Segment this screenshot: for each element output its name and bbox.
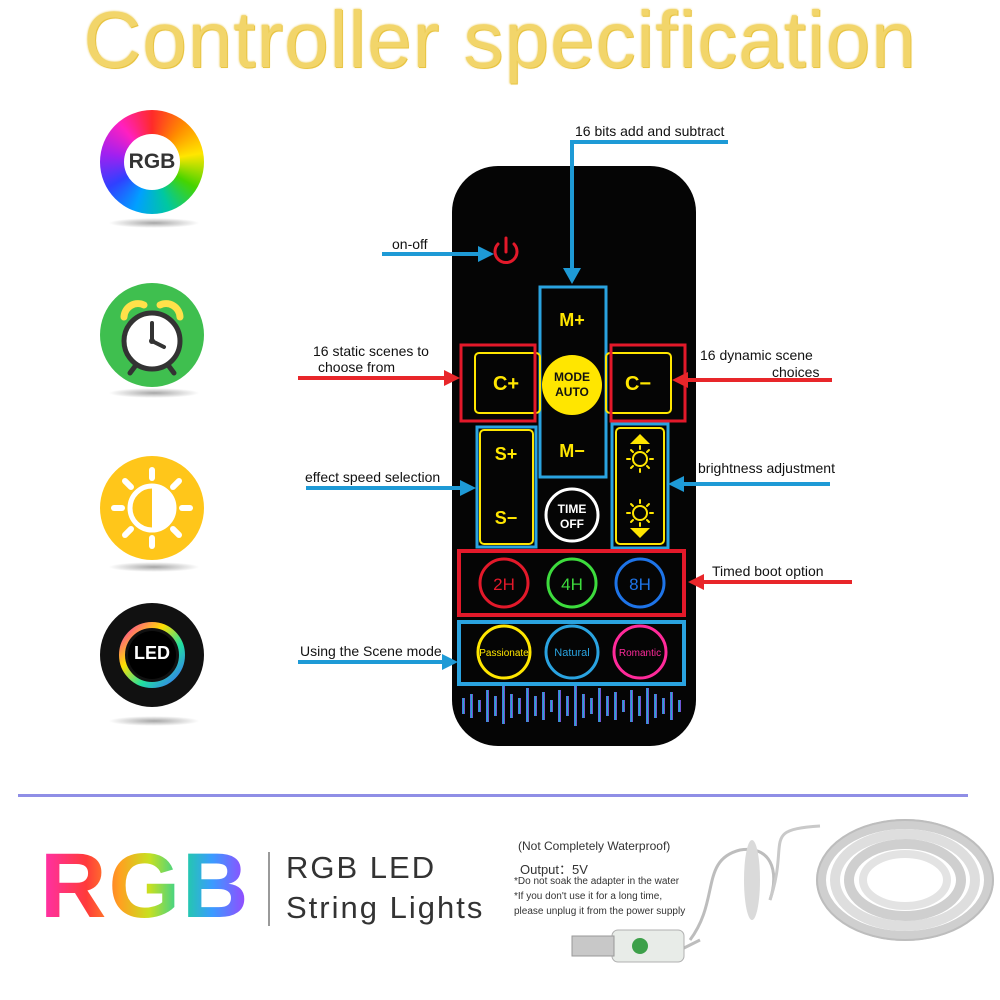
rgb-logo-text: RGB xyxy=(40,835,251,937)
icon-shadow xyxy=(108,388,200,398)
brightness-button-outline xyxy=(615,427,665,545)
led-icon-label: LED xyxy=(134,643,170,663)
s-button-group xyxy=(475,425,538,549)
icon-shadow xyxy=(108,218,200,228)
arrow-scene xyxy=(298,654,458,670)
timer-2h-button[interactable] xyxy=(478,557,530,609)
brightness-down-button[interactable] xyxy=(626,499,654,538)
mode-label: MODE xyxy=(554,370,590,384)
brightness-up-button[interactable] xyxy=(626,434,654,473)
timer-button-group xyxy=(457,549,686,617)
arrow-timed xyxy=(688,574,852,590)
label-static-line2: choose from xyxy=(318,359,396,375)
timer-4h-label: 4H xyxy=(561,575,583,594)
waterproof-note: (Not Completely Waterproof) xyxy=(518,839,671,853)
arrow-brightness xyxy=(668,476,830,492)
c-minus-button[interactable]: C− xyxy=(625,373,651,395)
scene-button-group xyxy=(457,620,686,686)
label-dynamic-line1: 16 dynamic scene xyxy=(700,347,813,363)
c-plus-outline xyxy=(474,352,541,414)
scene-natural-label: Natural xyxy=(554,647,589,659)
warning-note-3: please unplug it from the power supply xyxy=(514,906,686,917)
time-off-button[interactable] xyxy=(544,487,600,543)
label-onoff: on-off xyxy=(392,236,428,252)
c-minus-outline xyxy=(605,352,672,414)
label-bits: 16 bits add and subtract xyxy=(575,123,725,139)
time-label: TIME xyxy=(558,502,587,516)
label-dynamic-line2: choices xyxy=(772,364,820,380)
arrow-dynamic xyxy=(672,372,832,388)
timer-4h-button[interactable] xyxy=(546,557,598,609)
m-minus-button[interactable]: M− xyxy=(559,441,585,461)
output-spec: Output：5V xyxy=(520,862,588,877)
scene-natural-button[interactable] xyxy=(544,624,600,680)
label-timed: Timed boot option xyxy=(712,563,824,579)
product-name-line1: RGB LED xyxy=(286,850,437,885)
power-button[interactable] xyxy=(493,236,519,264)
c-plus-red-frame xyxy=(459,343,537,423)
arrow-bits xyxy=(563,140,728,284)
led-ring-icon: LED xyxy=(100,603,204,707)
warning-note-1: *Do not soak the adapter in the water xyxy=(514,876,680,887)
rgb-color-wheel-icon: RGB xyxy=(100,110,204,214)
product-name-line2: String Lights xyxy=(286,890,485,925)
s-button-outline xyxy=(479,429,534,545)
rgb-icon-label: RGB xyxy=(124,134,180,190)
label-speed: effect speed selection xyxy=(305,469,441,485)
icon-shadow xyxy=(108,562,200,572)
alarm-clock-icon xyxy=(100,283,204,387)
s-minus-button[interactable]: S− xyxy=(495,508,518,528)
label-scene: Using the Scene mode xyxy=(300,643,442,659)
timer-8h-label: 8H xyxy=(629,575,651,594)
arrow-static xyxy=(298,370,460,386)
arrow-onoff xyxy=(382,246,494,262)
string-lights-product-image xyxy=(571,819,994,963)
label-brightness: brightness adjustment xyxy=(698,460,835,476)
timer-8h-button[interactable] xyxy=(614,557,666,609)
scene-romantic-button[interactable] xyxy=(612,624,668,680)
brightness-button-group xyxy=(610,422,670,550)
sound-wave-decoration xyxy=(462,686,681,726)
warning-note-2: *If you don't use it for a long time, xyxy=(514,891,663,902)
label-static-line1: 16 static scenes to xyxy=(313,343,429,359)
scene-passionate-button[interactable] xyxy=(476,624,532,680)
mode-auto-button[interactable] xyxy=(542,355,602,415)
brightness-sun-icon xyxy=(100,456,204,560)
timer-2h-label: 2H xyxy=(493,575,515,594)
banner-divider xyxy=(268,852,270,926)
c-plus-button[interactable]: C+ xyxy=(493,373,519,395)
page-title: Controller specification xyxy=(83,0,917,84)
auto-label: AUTO xyxy=(555,385,589,399)
scene-romantic-label: Romantic xyxy=(619,648,661,659)
m-plus-button[interactable]: M+ xyxy=(559,310,585,330)
s-plus-button[interactable]: S+ xyxy=(495,444,518,464)
icon-shadow xyxy=(108,716,200,726)
arrow-speed xyxy=(306,480,476,496)
off-label: OFF xyxy=(560,517,584,531)
scene-passionate-label: Passionate xyxy=(479,648,529,659)
section-divider xyxy=(18,794,968,797)
usb-plug-icon xyxy=(571,935,615,957)
